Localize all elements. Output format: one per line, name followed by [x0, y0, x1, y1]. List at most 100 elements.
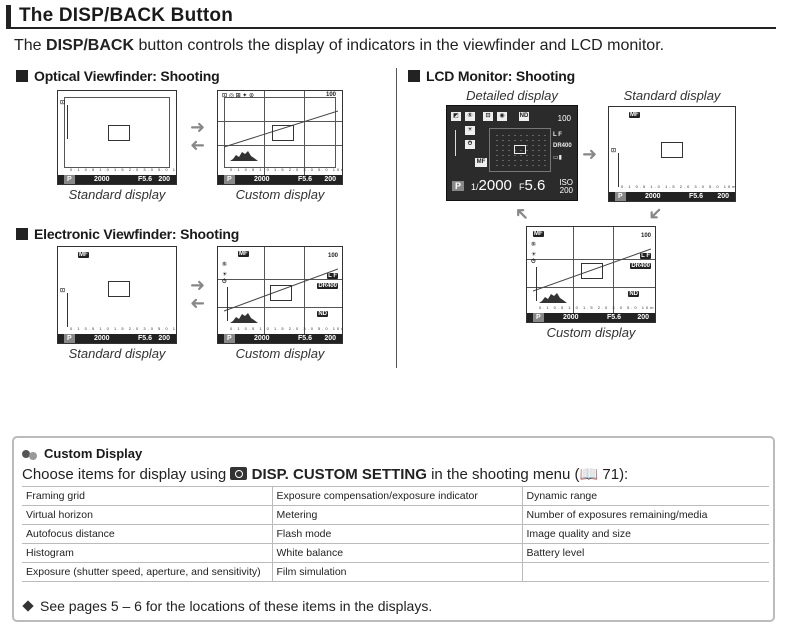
lcd-detailed-caption: Detailed display: [466, 88, 558, 103]
focus-frame: [108, 281, 130, 297]
grid-line: [304, 247, 305, 343]
table-row: Framing grid Exposure compensation/expos…: [22, 486, 769, 506]
lcd-standard-caption: Standard display: [623, 88, 721, 103]
aperture-readout: F5.6: [138, 176, 153, 183]
metering-icon: ⊡: [60, 288, 66, 294]
focus-frame: [108, 125, 130, 141]
af-mode-icon: MF: [475, 158, 487, 167]
frame-lines: [224, 97, 336, 168]
self-timer-icon: ⏱: [222, 279, 227, 285]
shutter-readout: 2000: [94, 176, 110, 183]
lcd-heading: LCD Monitor: Shooting: [408, 68, 575, 84]
grid-line: [218, 145, 342, 146]
ovf-standard-display: ⊡ 0.1 0.5 1.0 1.5 2.0 3.0 5.0 10m ∞ P 20…: [57, 90, 177, 185]
exposure-indicator: [536, 267, 537, 301]
drive-icon: ◉: [497, 112, 507, 121]
dynamic-range-icon: DR400: [630, 263, 651, 269]
scene-icon: ◩: [451, 112, 461, 121]
af-points: [494, 133, 546, 167]
dynamic-range-icon: DR400: [553, 143, 572, 149]
square-bullet-icon: [16, 70, 28, 82]
square-bullet-icon: [16, 228, 28, 240]
film-simulation-icon: ND: [519, 112, 529, 121]
lcd-standard-display: MF ⊡ 0.1 0.5 1.0 1.5 2.0 3.0 5.0 10m ∞ P…: [608, 106, 736, 202]
arrow-up-left-icon: ➜: [509, 201, 534, 227]
mode-badge: P: [64, 175, 75, 184]
battery-icon: ▭▮: [553, 155, 562, 161]
af-mode-icon: MF: [629, 112, 640, 118]
shooting-menu-icon: [230, 467, 248, 480]
focus-frame: [661, 142, 683, 158]
exposure-strip: P 2000 F5.6 200: [58, 334, 176, 343]
table-row: Virtual horizon Metering Number of expos…: [22, 505, 769, 525]
exposure-indicator: [618, 153, 619, 187]
grid-line: [527, 259, 655, 260]
lcd-detailed-display: ◩ ⑤ ☀ ⏱ ⊡ ◉ ND 100 MF L F DR400 ▭▮ P 1/2…: [446, 105, 578, 201]
arrow-left-icon: ➜: [190, 293, 206, 313]
grid-line: [264, 91, 265, 184]
page-reference-note: See pages 5 – 6 for the locations of the…: [22, 598, 432, 614]
flash-icon: ⑤: [465, 112, 475, 121]
histogram: [230, 313, 258, 323]
grid-line: [573, 227, 574, 322]
evf-standard-caption: Standard display: [68, 346, 166, 361]
af-mode-icon: MF: [533, 231, 544, 237]
af-mode-icon: MF: [78, 252, 89, 258]
frames-readout: 100: [557, 114, 571, 123]
exposure-strip: P 2000 F5.6 200: [527, 313, 655, 322]
frames-readout: 100: [325, 92, 336, 98]
white-balance-icon: ☀: [465, 126, 475, 135]
table-row: Histogram White balance Battery level: [22, 543, 769, 563]
exposure-strip: P 2000 F5.6 200: [218, 175, 342, 184]
distance-scale: 0.1 0.5 1.0 1.5 2.0 3.0 5.0 10m ∞: [230, 167, 343, 172]
frames-readout: 100: [640, 233, 651, 239]
virtual-horizon: [224, 268, 338, 312]
tip-icon: [22, 448, 40, 460]
intro-post: button controls the display of indicator…: [134, 37, 665, 54]
distance-scale: 0.1 0.5 1.0 1.5 2.0 3.0 5.0 10m ∞: [70, 326, 177, 331]
evf-custom-display: MF ⑤ ☀ ⏱ 100 L F DR400 ND 0.1 0.5 1.0 1.…: [217, 246, 343, 344]
focus-frame: [581, 263, 603, 279]
ovf-custom-caption: Custom display: [235, 187, 325, 202]
histogram: [539, 293, 567, 303]
custom-display-heading: Custom Display: [22, 446, 142, 461]
exposure-indicator: [67, 105, 68, 139]
table-row: Exposure (shutter speed, aperture, and s…: [22, 562, 769, 582]
lcd-custom-caption: Custom display: [546, 325, 636, 340]
lcd-custom-display: MF ⑤ ☀ ⏱ 100 L F DR400 ND 0.1 0.5 1.0 1.…: [526, 226, 656, 323]
evf-custom-caption: Custom display: [235, 346, 325, 361]
exposure-indicator: [227, 287, 228, 321]
arrow-right-icon: ➜: [190, 117, 206, 137]
histogram: [230, 151, 258, 161]
image-size-icon: L F: [640, 253, 651, 259]
grid-line: [264, 247, 265, 343]
white-balance-icon: ☀: [222, 272, 228, 278]
frame-lines: [64, 97, 170, 168]
page-title: The DISP/BACK Button: [19, 5, 234, 26]
evf-standard-display: MF ⊡ 0.1 0.5 1.0 1.5 2.0 3.0 5.0 10m ∞ P…: [57, 246, 177, 344]
table-row: Autofocus distance Flash mode Image qual…: [22, 524, 769, 544]
ovf-custom-display: ⊡ ◎ ⊞ ✦ ⊙ 100 0.1 0.5 1.0 1.5 2.0 3.0 5.…: [217, 90, 343, 185]
book-icon: 📖: [579, 466, 603, 483]
focus-frame: [272, 125, 294, 141]
arrow-right-icon: ➜: [190, 275, 206, 295]
exposure-strip: P 2000 F5.6 200: [218, 334, 342, 343]
custom-items-table: Framing grid Exposure compensation/expos…: [22, 486, 769, 582]
distance-scale: 0.1 0.5 1.0 1.5 2.0 3.0 5.0 10m ∞: [621, 184, 736, 189]
arrow-right-icon: ➜: [582, 144, 598, 164]
shutter-readout: 1/2000: [471, 177, 512, 194]
exposure-indicator: [455, 130, 456, 156]
metering-icon: ⊡: [483, 112, 493, 121]
flash-icon: ⑤: [531, 242, 537, 248]
af-area: [489, 128, 551, 172]
page-title-bar: The DISP/BACK Button: [6, 5, 776, 29]
note-bullet-icon: [22, 600, 34, 612]
grid-line: [613, 227, 614, 322]
virtual-horizon: [224, 110, 338, 148]
intro-bold: DISP/BACK: [46, 37, 135, 54]
frames-readout: 100: [327, 253, 338, 259]
square-bullet-icon: [408, 70, 420, 82]
grid-line: [304, 91, 305, 184]
film-simulation-icon: ND: [628, 291, 639, 297]
